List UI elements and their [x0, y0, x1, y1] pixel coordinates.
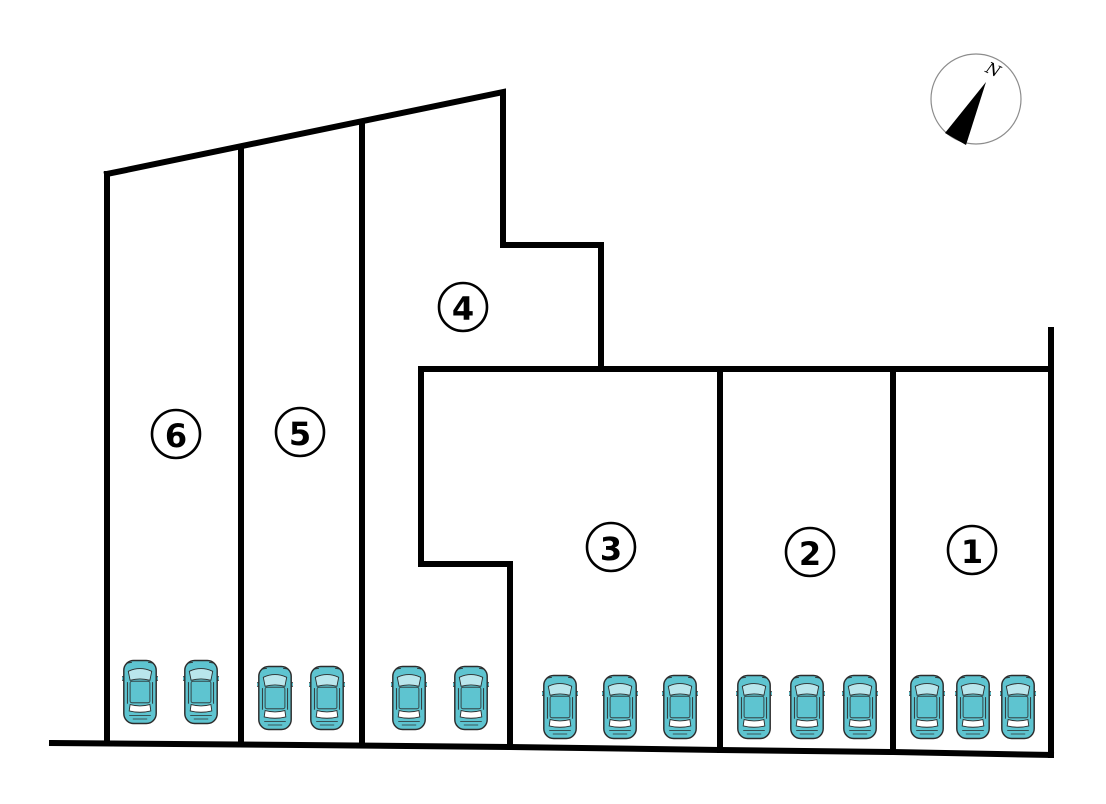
parking-cars [122, 659, 1036, 740]
car-icon [662, 674, 698, 740]
car-icon [453, 665, 489, 731]
divider-4-3 [418, 366, 1054, 750]
lot-label-6: 6 [150, 408, 202, 460]
compass: N [930, 53, 1022, 145]
north-boundary [103, 88, 604, 372]
car-icon [909, 674, 945, 740]
lot-label-1-text: 1 [961, 533, 983, 571]
lot-label-6-text: 6 [165, 417, 187, 455]
car-icon [122, 659, 158, 725]
road-line [48, 739, 1055, 759]
lot-label-4-text: 4 [452, 290, 474, 328]
car-icon [1000, 674, 1036, 740]
car-icon [955, 674, 991, 740]
car-icon [602, 674, 638, 740]
lot-labels: 1 2 3 4 5 6 [150, 281, 998, 578]
lot-boundaries [48, 88, 1055, 759]
car-icon [391, 665, 427, 731]
compass-needle-icon [945, 82, 986, 145]
lot-label-5-text: 5 [289, 415, 311, 453]
lot-label-2-text: 2 [799, 535, 821, 573]
car-icon [542, 674, 578, 740]
car-icon [736, 674, 772, 740]
car-icon [257, 665, 293, 731]
lot-label-2: 2 [784, 526, 836, 578]
lot-label-1: 1 [946, 524, 998, 576]
car-icon [183, 659, 219, 725]
car-icon [789, 674, 825, 740]
lot-label-3: 3 [585, 521, 637, 573]
car-icon [842, 674, 878, 740]
lot-label-4: 4 [437, 281, 489, 333]
lot-label-5: 5 [274, 406, 326, 458]
car-icon [309, 665, 345, 731]
lot-label-3-text: 3 [600, 530, 622, 568]
